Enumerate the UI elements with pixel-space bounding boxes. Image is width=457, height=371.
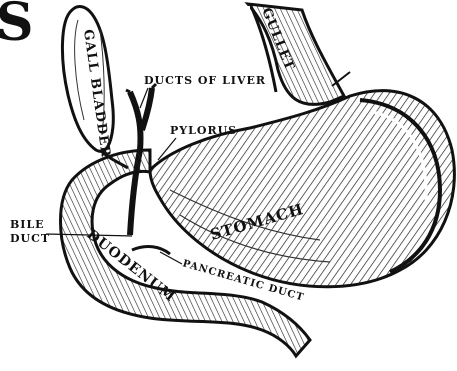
ducts-of-liver-label: DUCTS OF LIVER xyxy=(144,74,266,87)
pylorus-label: PYLORUS xyxy=(170,124,237,137)
bile-duct-label-line2: DUCT xyxy=(10,232,50,245)
corner-letter: S xyxy=(0,0,34,53)
stomach xyxy=(150,91,454,287)
bile-duct-label-line1: BILE xyxy=(10,218,45,231)
pancreatic-duct-leader xyxy=(160,252,182,264)
pancreatic-duct xyxy=(132,247,170,254)
pasted-text-excerpt xyxy=(132,6,250,68)
